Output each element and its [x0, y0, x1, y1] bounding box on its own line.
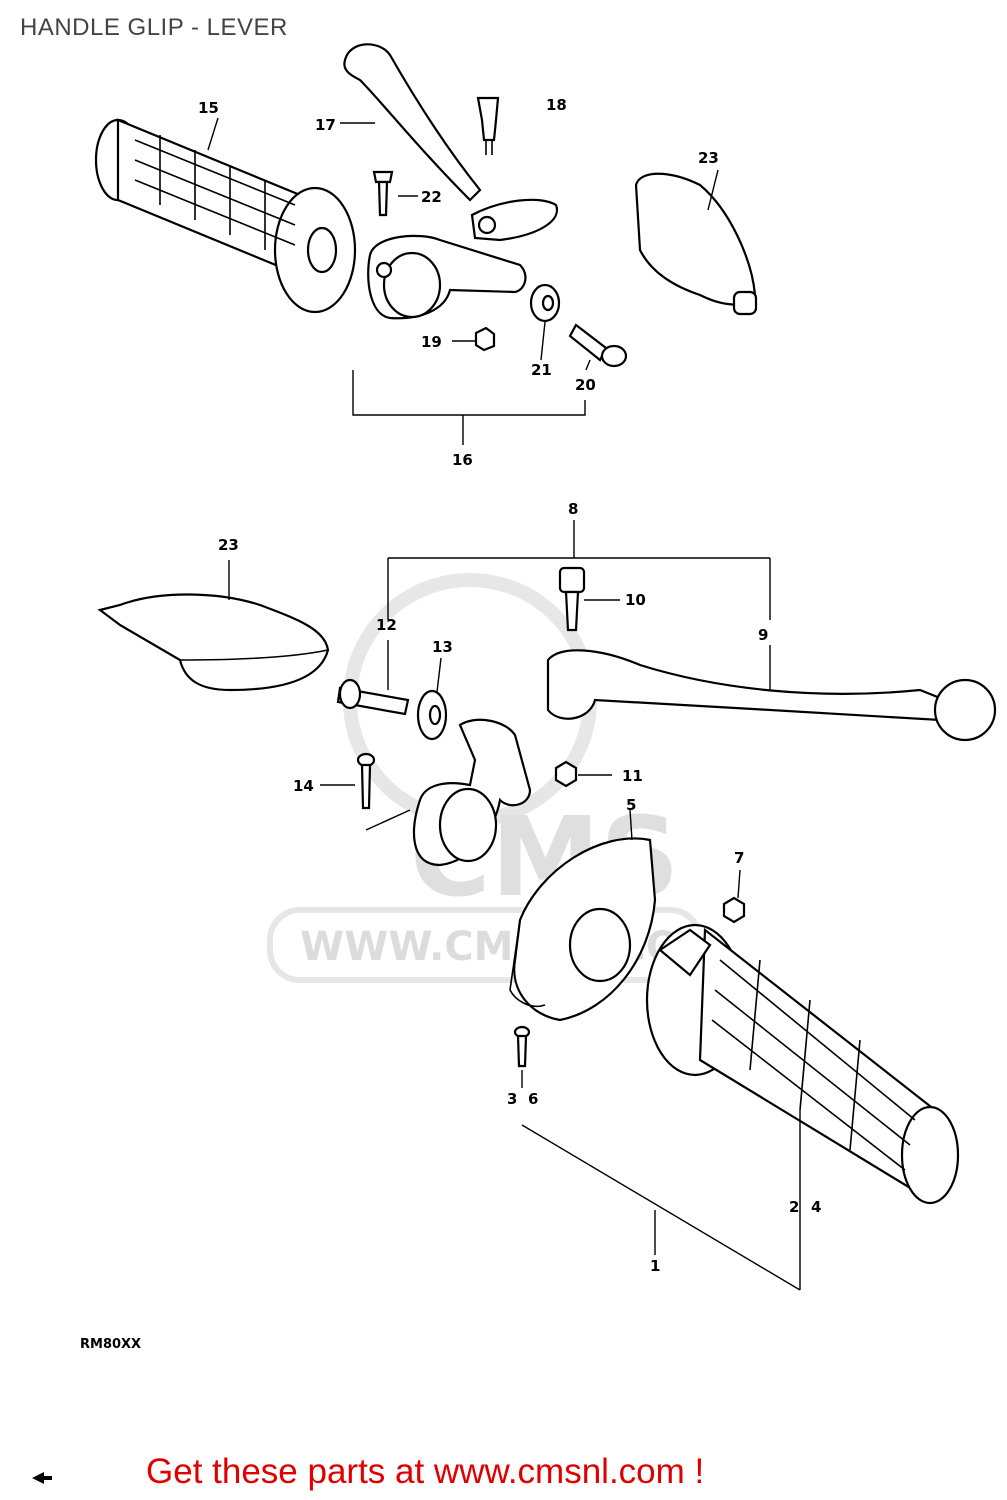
callout-23-bottom: 23: [218, 536, 239, 554]
callout-7: 7: [734, 849, 744, 867]
lever-9: [546, 649, 997, 742]
screw-3-6: [513, 1025, 531, 1068]
callout-19: 19: [421, 333, 442, 351]
callout-16: 16: [452, 451, 473, 469]
lever-cover-23-bottom: [97, 593, 330, 692]
nut-7: [722, 896, 746, 924]
grip-15: [94, 118, 357, 314]
callout-15: 15: [198, 99, 219, 117]
nut-19: [474, 326, 496, 352]
nut-11: [554, 760, 578, 788]
screw-22: [372, 170, 394, 217]
callout-14: 14: [293, 777, 314, 795]
footer-link-text[interactable]: Get these parts at www.cmsnl.com !: [146, 1452, 705, 1491]
callout-12: 12: [376, 616, 397, 634]
screw-14: [356, 752, 376, 810]
callout-5: 5: [626, 796, 636, 814]
adjuster-20: [568, 323, 628, 368]
drawing-code: RM80XX: [80, 1337, 141, 1352]
callout-22: 22: [421, 188, 442, 206]
pin-10: [558, 566, 586, 632]
callout-21: 21: [531, 361, 552, 379]
throttle-housing-5: [509, 837, 657, 1022]
throttle-grip-2-4: [645, 923, 960, 1205]
washer-21: [529, 283, 561, 323]
callout-1: 1: [650, 1257, 660, 1275]
callout-23-top: 23: [698, 149, 719, 167]
callout-13: 13: [432, 638, 453, 656]
lever-holder-bottom: [412, 718, 532, 867]
lever-holder-16: [367, 234, 527, 320]
callout-3: 3: [507, 1090, 517, 1108]
callout-2: 2: [789, 1198, 799, 1216]
callout-20: 20: [575, 376, 596, 394]
lever-pivot: [470, 198, 559, 242]
lever-cover-23-top: [634, 172, 758, 316]
callout-6: 6: [528, 1090, 538, 1108]
washer-13: [416, 689, 448, 741]
callout-9: 9: [758, 626, 768, 644]
callout-10: 10: [625, 591, 646, 609]
diagram-title: HANDLE GLIP - LEVER: [20, 14, 288, 41]
callout-8: 8: [568, 500, 578, 518]
callout-4: 4: [811, 1198, 821, 1216]
pin-18: [476, 96, 500, 155]
callout-11: 11: [622, 767, 643, 785]
lever-17: [343, 43, 482, 202]
callout-18: 18: [546, 96, 567, 114]
callout-17: 17: [315, 116, 336, 134]
group-bracket-16: [352, 370, 586, 445]
adjuster-12: [336, 678, 410, 716]
arrow-icon: [32, 1472, 52, 1484]
